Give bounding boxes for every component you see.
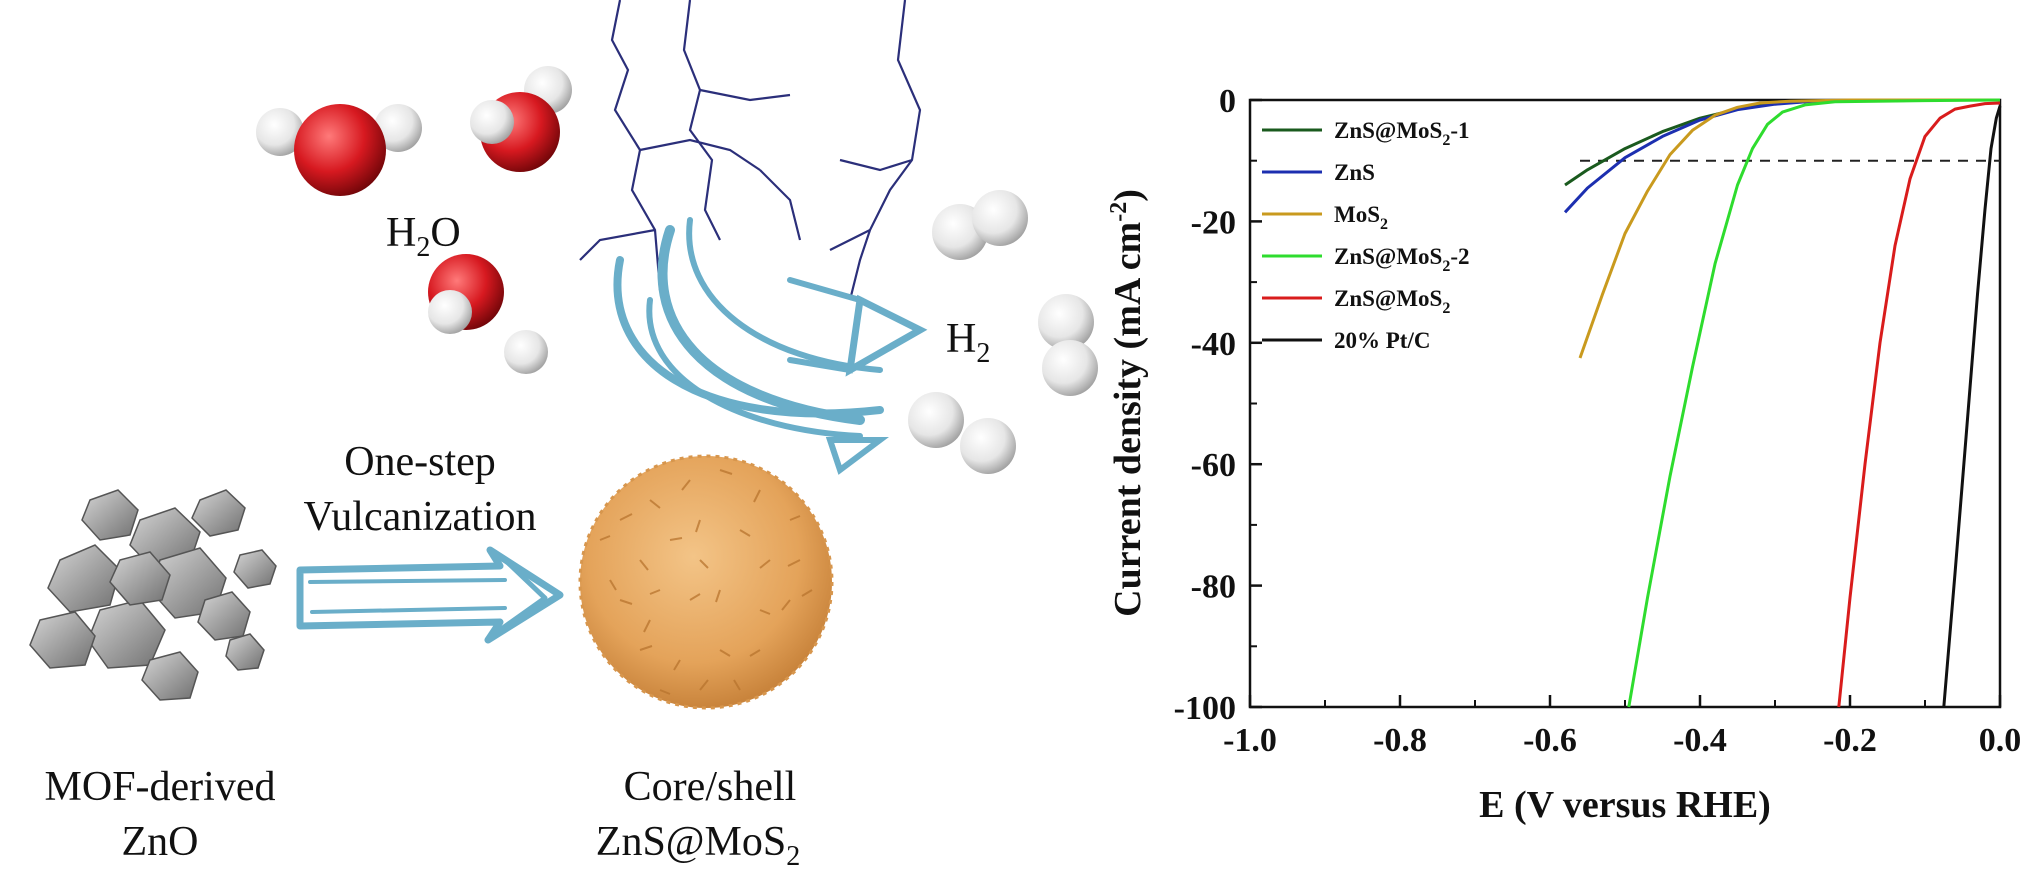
legend-label: ZnS@MoS2-2: [1334, 244, 1470, 275]
water-label: H2O: [386, 210, 461, 263]
water-molecule-2-icon: [470, 66, 572, 172]
hydrogen-label: H2: [946, 316, 990, 369]
lightning-icon: [579, 0, 922, 301]
y-tick-label: -20: [1191, 204, 1236, 241]
series-line-1: [1563, 98, 2000, 214]
y-axis-title: Current density (mA cm-2): [1106, 189, 1149, 617]
precursor-label-line1: MOF-derived: [45, 764, 276, 810]
x-axis: -1.0 -0.8 -0.6 -0.4 -0.2 0.0: [1223, 695, 2021, 759]
series-line-5: [1942, 105, 2002, 708]
legend-label: ZnS@MoS2-1: [1334, 118, 1470, 149]
zno-crystals-icon: [29, 489, 277, 701]
y-tick-label: -80: [1191, 569, 1236, 606]
legend-label: MoS2: [1334, 202, 1388, 233]
water-molecule-1-icon: [256, 104, 422, 196]
reaction-scheme: H2O H2 One-step Vulcanization: [29, 0, 1098, 872]
hydrogen-molecule-1-icon: [932, 190, 1028, 260]
x-tick-label: -0.8: [1373, 722, 1427, 759]
plot-area: [1248, 98, 2002, 709]
y-tick-label: 0: [1219, 83, 1236, 120]
x-tick-label: -0.6: [1523, 722, 1577, 759]
x-tick-label: -1.0: [1223, 722, 1277, 759]
process-label-line1: One-step: [344, 439, 496, 485]
x-axis-title: E (V versus RHE): [1479, 784, 1771, 826]
hydrogen-molecule-2-icon: [1038, 294, 1098, 396]
y-axis: 0 -20 -40 -60 -80 -100: [1174, 83, 1262, 727]
product-label-line2: ZnS@MoS2: [596, 819, 800, 872]
series-line-2: [1578, 98, 2000, 359]
y-tick-label: -100: [1174, 690, 1236, 727]
x-tick-label: 0.0: [1979, 722, 2022, 759]
legend-label: 20% Pt/C: [1334, 328, 1430, 353]
process-label-line2: Vulcanization: [303, 494, 536, 540]
series-line-3: [1627, 98, 2001, 708]
series-layer: [1563, 98, 2002, 708]
hydrogen-molecule-3-icon: [908, 392, 1016, 474]
precursor-label-line2: ZnO: [122, 819, 199, 865]
legend-label: ZnS: [1334, 160, 1375, 185]
y-tick-label: -40: [1191, 326, 1236, 363]
legend-label: ZnS@MoS2: [1334, 286, 1450, 317]
lsv-chart: 0 -20 -40 -60 -80 -100 -1.0 -0.8 -0.6 -0.4 -0.2 0.…: [1106, 83, 2021, 826]
x-tick-label: -0.2: [1823, 722, 1877, 759]
y-tick-label: -60: [1191, 447, 1236, 484]
x-tick-label: -0.4: [1673, 722, 1727, 759]
core-shell-particle-icon: [578, 454, 834, 710]
vulcanization-arrow-icon: [296, 546, 564, 644]
reaction-arrow-icon: [613, 217, 928, 475]
product-label-line1: Core/shell: [624, 764, 797, 810]
series-line-4: [1837, 101, 2001, 708]
water-molecule-3-icon: [428, 254, 548, 374]
